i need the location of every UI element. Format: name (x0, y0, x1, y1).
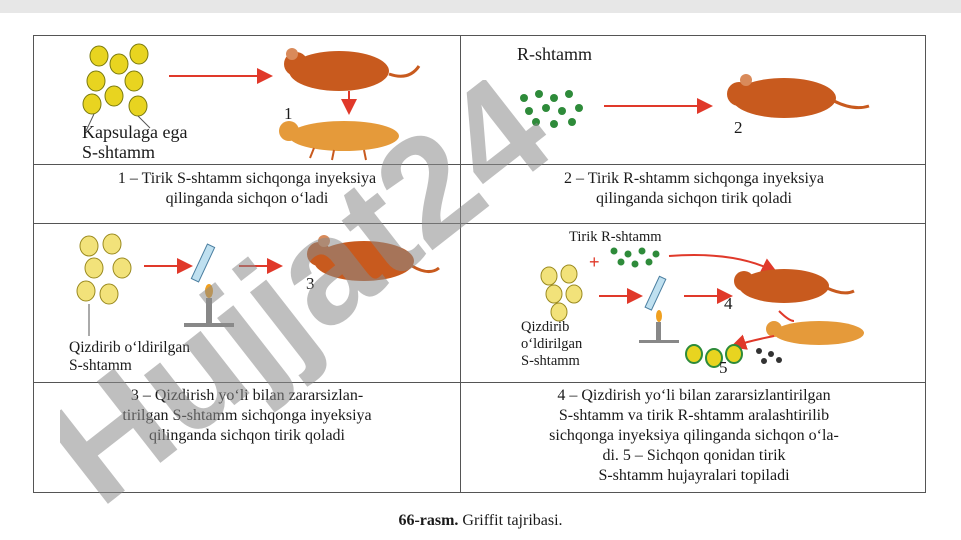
heated-s-cells-3 (76, 233, 132, 336)
number-3: 3 (306, 274, 315, 293)
label-capsule-s-strain-line1: Kapsulaga ega (82, 122, 188, 142)
caption-1: 1 – Tirik S-shtamm sichqonga inyeksiya q… (34, 169, 460, 209)
label-r-strain: R-shtamm (517, 44, 592, 64)
number-1: 1 (284, 104, 293, 123)
caption-3-line3: qilinganda sichqon tirik qoladi (149, 427, 345, 444)
label-capsule-s-strain-line2: S-shtamm (82, 142, 156, 162)
griffith-figure: + (33, 35, 926, 493)
label-heated-s-strain-line1: Qizdirib o‘ldirilgan (69, 339, 190, 356)
divider-2 (34, 223, 925, 224)
caption-4-line2: S-shtamm va tirik R-shtamm aralashtirili… (558, 407, 830, 424)
recovered-cells-5 (685, 344, 782, 368)
mouse-alive-3 (307, 235, 440, 281)
number-4: 4 (724, 294, 733, 313)
number-5: 5 (719, 358, 728, 377)
test-tube-burner-3 (184, 243, 234, 327)
svg-text:+: + (589, 252, 600, 272)
label-heated-line1: Qizdirib (521, 319, 570, 335)
label-live-r-strain: Tirik R-shtamm (569, 229, 662, 245)
caption-1-line2: qilinganda sichqon o‘ladi (165, 190, 329, 207)
label-heated-s-strain-line2: S-shtamm (69, 357, 132, 374)
caption-4-line5: S-shtamm hujayralari topiladi (598, 467, 790, 484)
figure-caption: 66-rasm. Griffit tajribasi. (0, 512, 961, 530)
figure-number: 66-rasm. (398, 512, 459, 529)
caption-2-line2: qilinganda sichqon tirik qoladi (596, 190, 792, 207)
illustrations: + (76, 43, 870, 368)
caption-1-line1: 1 – Tirik S-shtamm sichqonga inyeksiya (117, 170, 377, 187)
s-strain-cells (82, 43, 151, 132)
number-2: 2 (734, 118, 743, 137)
mouse-alive-4 (734, 269, 855, 303)
mouse-dead-4 (766, 321, 864, 345)
caption-4: 4 – Qizdirish yo‘li bilan zararsizlantir… (461, 386, 927, 486)
mouse-dead-1 (279, 121, 399, 161)
caption-3-line2: tirilgan S-shtamm sichqonga inyeksiya (122, 407, 372, 424)
divider-1 (34, 164, 925, 165)
test-tube-burner-4 (639, 275, 679, 343)
r-strain-cells (520, 90, 583, 128)
top-bar (0, 0, 961, 13)
vertical-divider (460, 36, 461, 492)
caption-4-line1: 4 – Qizdirish yo‘li bilan zararsizlantir… (557, 387, 831, 404)
label-heated-line3: S-shtamm (521, 353, 580, 369)
caption-2: 2 – Tirik R-shtamm sichqonga inyeksiya q… (461, 169, 927, 209)
caption-2-line1: 2 – Tirik R-shtamm sichqonga inyeksiya (564, 170, 824, 187)
divider-3 (34, 382, 925, 383)
caption-3-line1: 3 – Qizdirish yo‘li bilan zararsizlan- (130, 387, 364, 404)
mouse-alive-2 (727, 74, 870, 118)
caption-4-line4: di. 5 – Sichqon qonidan tirik (602, 447, 786, 464)
caption-4-line3: sichqonga inyeksiya qilinganda sichqon o… (549, 427, 839, 444)
label-heated-line2: o‘ldirilgan (521, 336, 583, 352)
mouse-alive-1 (284, 48, 421, 91)
r-strain-cells-4 (610, 247, 660, 268)
figure-title: Griffit tajribasi. (462, 512, 563, 529)
heated-s-cells-4 (540, 264, 583, 322)
caption-3: 3 – Qizdirish yo‘li bilan zararsizlan- t… (34, 386, 460, 446)
